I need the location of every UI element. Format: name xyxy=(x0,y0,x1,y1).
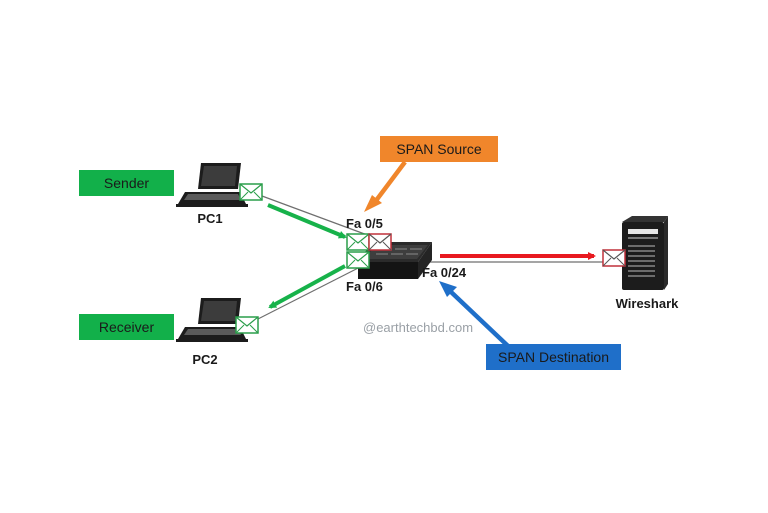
wireshark-label: Wireshark xyxy=(616,296,680,311)
span-source-label: SPAN Source xyxy=(396,141,482,157)
envelope-icon-fa05-in xyxy=(346,233,370,251)
pc2-label: PC2 xyxy=(192,352,217,367)
arrow-switch-to-pc2 xyxy=(268,264,346,309)
sender-label: Sender xyxy=(104,175,149,191)
sender-box xyxy=(79,170,174,196)
receiver-box xyxy=(79,314,174,340)
span-destination-arrowhead xyxy=(439,281,457,297)
receiver-label: Receiver xyxy=(99,319,155,335)
span-destination-arrow-shaft xyxy=(448,289,510,348)
link-pc1-switch xyxy=(261,195,371,237)
span-source-arrow-shaft xyxy=(373,160,407,204)
envelope-icon-fa06-out xyxy=(346,251,370,269)
link-pc2-switch xyxy=(255,261,371,321)
pc1-laptop-icon xyxy=(176,163,248,207)
pc2-laptop-icon xyxy=(176,298,248,342)
port-fa024-label: Fa 0/24 xyxy=(422,265,467,280)
arrow-pc1-to-switch xyxy=(267,203,347,239)
pc1-label: PC1 xyxy=(197,211,222,226)
span-destination-box xyxy=(486,344,621,370)
server-icon xyxy=(622,216,668,290)
envelope-icon-fa05-copy xyxy=(368,233,392,251)
watermark-text: @earthtechbd.com xyxy=(363,320,473,335)
envelope-icon-pc1 xyxy=(239,183,263,201)
span-destination-label: SPAN Destination xyxy=(498,349,609,365)
envelope-icon-wireshark xyxy=(602,249,626,267)
span-source-box xyxy=(380,136,498,162)
envelope-icon-pc2 xyxy=(235,316,259,334)
span-source-arrowhead xyxy=(364,195,382,212)
port-fa05-label: Fa 0/5 xyxy=(346,216,383,231)
port-fa06-label: Fa 0/6 xyxy=(346,279,383,294)
